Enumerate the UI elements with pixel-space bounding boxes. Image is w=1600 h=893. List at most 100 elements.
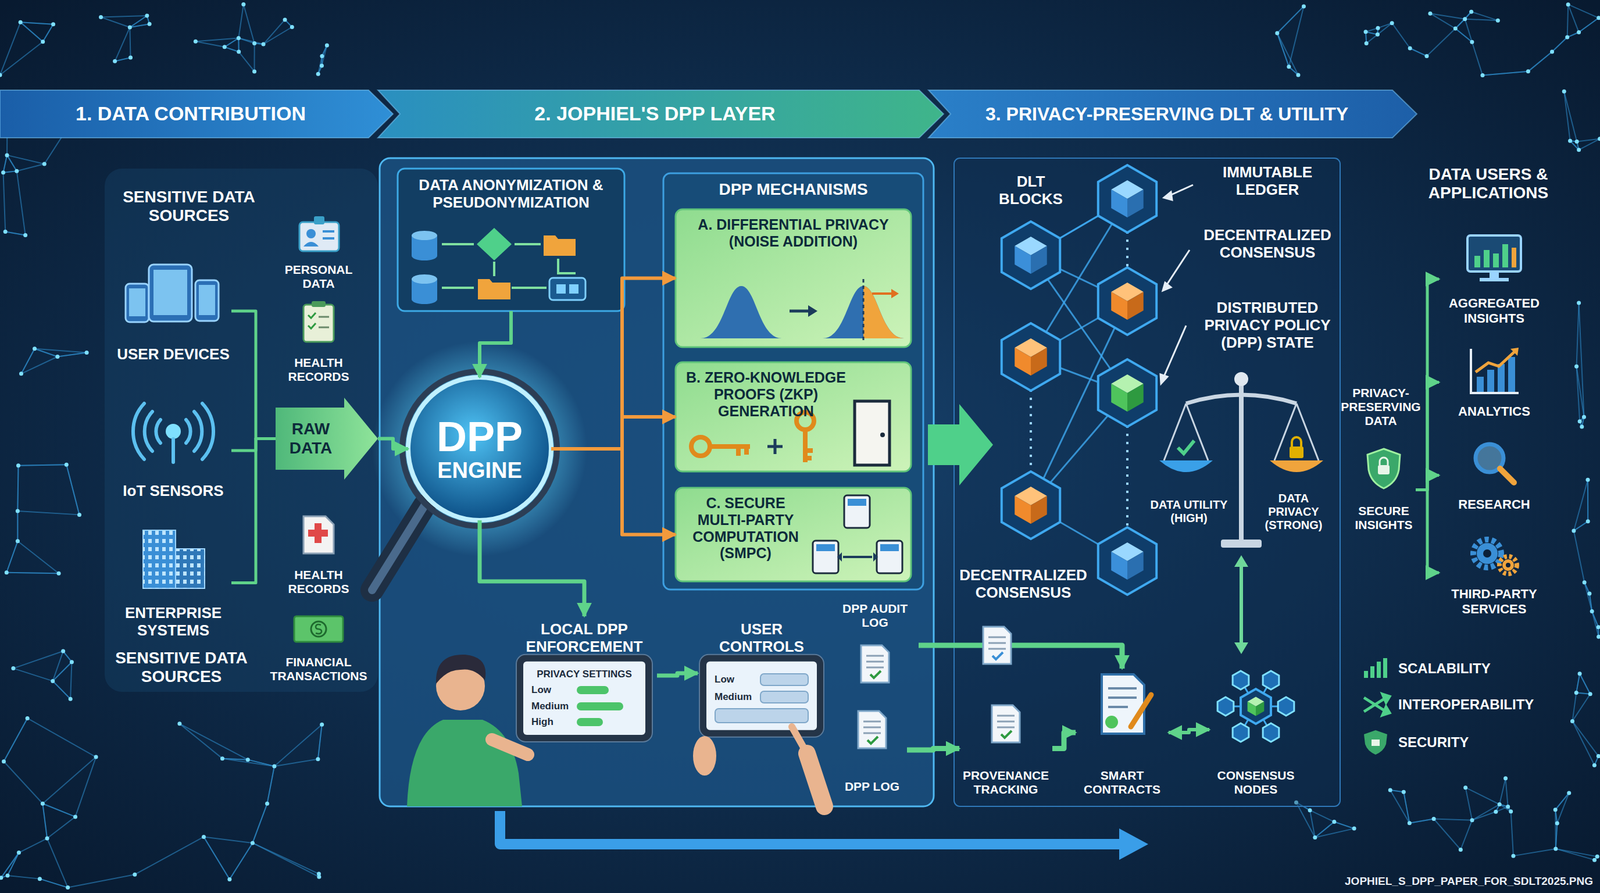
network-dot — [1596, 754, 1600, 759]
network-line — [1465, 787, 1500, 805]
network-line — [1366, 34, 1378, 44]
scalability-icon — [1363, 658, 1388, 678]
flow-connector — [551, 448, 676, 535]
network-dot — [68, 697, 73, 702]
network-dot — [132, 872, 137, 877]
network-dot — [0, 875, 3, 880]
network-line — [1430, 13, 1466, 19]
network-line — [17, 511, 80, 515]
network-line — [254, 43, 256, 72]
network-dot — [325, 43, 330, 48]
network-line — [237, 38, 239, 53]
flow-arrow — [927, 404, 994, 486]
network-line — [318, 724, 323, 760]
node-label: DPP MECHANISMS — [670, 180, 917, 199]
icon-node: PERSONAL DATA — [272, 209, 366, 291]
network-line — [1573, 479, 1588, 531]
annotation-label: INTEROPERABILITY — [1398, 696, 1562, 713]
network-line — [47, 816, 75, 839]
annotation-label: DECENTRALIZED CONSENSUS — [1194, 226, 1341, 262]
network-dot — [1493, 809, 1498, 814]
engine-lens — [408, 377, 552, 521]
network-line — [1296, 802, 1316, 838]
flow-connector — [231, 438, 276, 584]
node-label: HEALTH RECORDS — [272, 568, 366, 596]
mechanism-box: C. SECURE MULTI-PARTY COMPUTATION (SMPC) — [675, 487, 912, 582]
network-dot — [1431, 816, 1437, 821]
network-dot — [50, 679, 55, 684]
node-label: RESEARCH — [1458, 497, 1530, 512]
engine-rim — [402, 371, 557, 527]
network-dot — [1579, 424, 1584, 429]
enterprise-systems-icon — [143, 530, 205, 589]
network-line — [66, 464, 80, 515]
network-line — [57, 352, 87, 357]
network-line — [1513, 848, 1556, 856]
network-line — [1, 852, 20, 878]
iot-sensor-icon — [133, 403, 214, 463]
flow-connector — [1415, 279, 1439, 491]
network-line — [1555, 793, 1570, 810]
annotation-label: DATA USERS & APPLICATIONS — [1412, 165, 1564, 203]
network-dot — [1458, 847, 1463, 852]
network-line — [1576, 366, 1581, 421]
network-dot — [319, 722, 324, 727]
source-panel — [104, 168, 378, 692]
network-dot — [1505, 804, 1510, 809]
network-dot — [1574, 690, 1579, 695]
icon-node: HEALTH RECORDS — [272, 508, 366, 596]
network-line — [1579, 18, 1599, 33]
annotation-label: SENSITIVE DATA SOURCES — [107, 187, 271, 225]
network-dot — [193, 39, 198, 44]
network-line — [52, 680, 71, 699]
node-label: DATA ANONYMIZATION & PSEUDONYMIZATION — [406, 176, 616, 212]
magnifier-handle — [372, 505, 425, 591]
network-line — [16, 511, 19, 542]
network-dot — [1571, 528, 1576, 533]
network-line — [1555, 809, 1557, 824]
network-line — [195, 41, 225, 48]
smart-contract-icon — [1101, 674, 1152, 734]
node-text: High — [531, 716, 577, 728]
tablet-screen: PRIVACY SETTINGSLowMediumHigh — [523, 661, 646, 735]
raw-arrow-shape — [275, 397, 378, 480]
network-line — [1567, 4, 1569, 38]
network-dot — [1508, 809, 1513, 814]
node-label: USER DEVICES — [116, 345, 230, 364]
network-dot — [227, 877, 232, 882]
aggregated-insights-icon — [1467, 235, 1521, 282]
setting-row: Medium — [714, 690, 809, 704]
network-dot — [1586, 477, 1591, 482]
icon-node: ANALYTICS — [1438, 345, 1550, 419]
network-line — [68, 874, 135, 888]
network-dot — [1301, 4, 1306, 9]
flow-connector — [1415, 475, 1439, 491]
network-line — [252, 803, 267, 844]
consensus-cluster — [1217, 670, 1295, 742]
network-dot — [16, 463, 21, 468]
network-line — [1527, 51, 1552, 72]
personal-data-icon — [299, 216, 339, 252]
network-dot — [1590, 609, 1595, 614]
flow-connector — [231, 311, 276, 439]
network-dot — [1295, 73, 1300, 78]
network-line — [1334, 822, 1355, 830]
network-line — [6, 572, 59, 574]
box-shape — [397, 168, 625, 312]
analytics-icon — [1470, 347, 1519, 394]
document-icons — [858, 626, 1020, 749]
network-dot — [1574, 364, 1579, 369]
network-dot — [1401, 790, 1406, 795]
dlt-blocks — [1001, 165, 1157, 595]
network-line — [5, 231, 25, 236]
network-line — [243, 4, 255, 44]
group-shape — [663, 173, 924, 590]
network-line — [3, 170, 17, 173]
network-dot — [77, 512, 82, 517]
node-text: Medium — [714, 691, 760, 703]
network-dot — [1424, 54, 1429, 59]
tablet-screen-shape — [523, 661, 646, 735]
network-line — [52, 680, 71, 699]
